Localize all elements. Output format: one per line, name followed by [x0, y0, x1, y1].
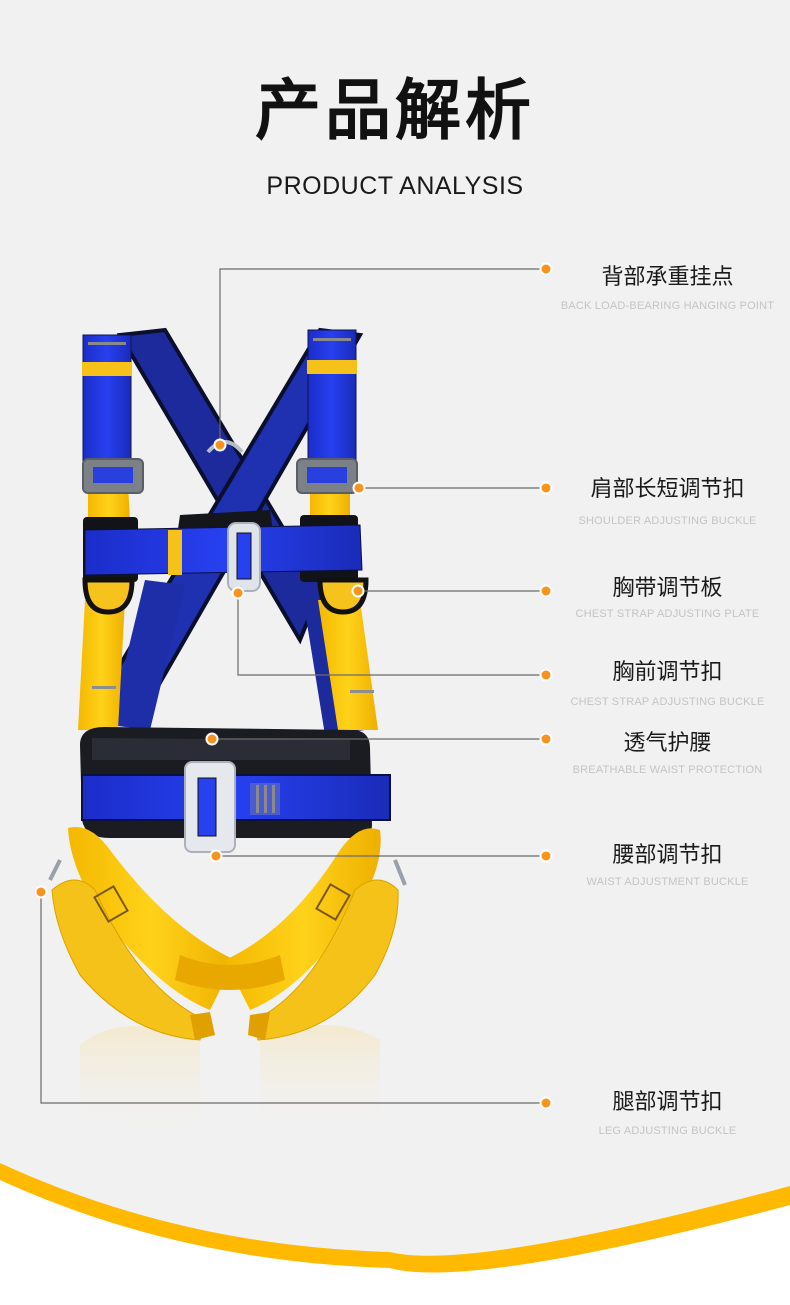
callout-subtitle: BACK LOAD-BEARING HANGING POINT: [560, 300, 775, 312]
callout-dot-waist-buckle: [209, 849, 223, 863]
callout-waist-buckle: 腰部调节扣 WAIST ADJUSTMENT BUCKLE: [545, 843, 790, 889]
callout-dot-waist-pad: [205, 732, 219, 746]
callout-dot-shoulder: [352, 481, 366, 495]
callout-dot-waist-buckle-end: [539, 849, 553, 863]
callout-leg-buckle: 腿部调节扣 LEG ADJUSTING BUCKLE: [545, 1090, 790, 1138]
callout-dot-waist-pad-end: [539, 732, 553, 746]
callout-dot-leg: [34, 885, 48, 899]
callout-dot-shoulder-end: [539, 481, 553, 495]
callout-subtitle: SHOULDER ADJUSTING BUCKLE: [578, 515, 757, 527]
callout-shoulder-buckle: 肩部长短调节扣 SHOULDER ADJUSTING BUCKLE: [545, 477, 790, 528]
page-title: 产品解析: [255, 72, 535, 149]
callout-title: 胸带调节板: [612, 576, 723, 601]
callout-subtitle: LEG ADJUSTING BUCKLE: [598, 1125, 737, 1137]
callout-title: 肩部长短调节扣: [590, 477, 745, 502]
callout-dot-back-end: [539, 262, 553, 276]
callout-subtitle: CHEST STRAP ADJUSTING PLATE: [575, 608, 760, 620]
callout-chest-buckle: 胸前调节扣 CHEST STRAP ADJUSTING BUCKLE: [545, 660, 790, 709]
callout-waist-protection: 透气护腰 BREATHABLE WAIST PROTECTION: [545, 731, 790, 777]
callout-chest-plate: 胸带调节板 CHEST STRAP ADJUSTING PLATE: [545, 576, 790, 621]
callout-title: 透气护腰: [623, 731, 712, 756]
callout-dot-chest-buckle: [231, 586, 245, 600]
callout-title: 腿部调节扣: [612, 1090, 723, 1115]
callout-dot-chest-plate-end: [539, 584, 553, 598]
callout-subtitle: BREATHABLE WAIST PROTECTION: [572, 764, 763, 776]
callout-dot-chest-buckle-end: [539, 668, 553, 682]
callout-subtitle: WAIST ADJUSTMENT BUCKLE: [586, 876, 749, 888]
callout-dot-chest-plate: [351, 584, 365, 598]
callout-dot-leg-end: [539, 1096, 553, 1110]
callout-subtitle: CHEST STRAP ADJUSTING BUCKLE: [570, 696, 765, 708]
callout-dot-back: [213, 438, 227, 452]
page-subtitle: PRODUCT ANALYSIS: [266, 172, 524, 200]
callout-title: 胸前调节扣: [612, 660, 723, 685]
callout-title: 腰部调节扣: [612, 843, 723, 868]
callout-title: 背部承重挂点: [601, 265, 734, 290]
callout-back-hanging-point: 背部承重挂点 BACK LOAD-BEARING HANGING POINT: [545, 265, 790, 313]
